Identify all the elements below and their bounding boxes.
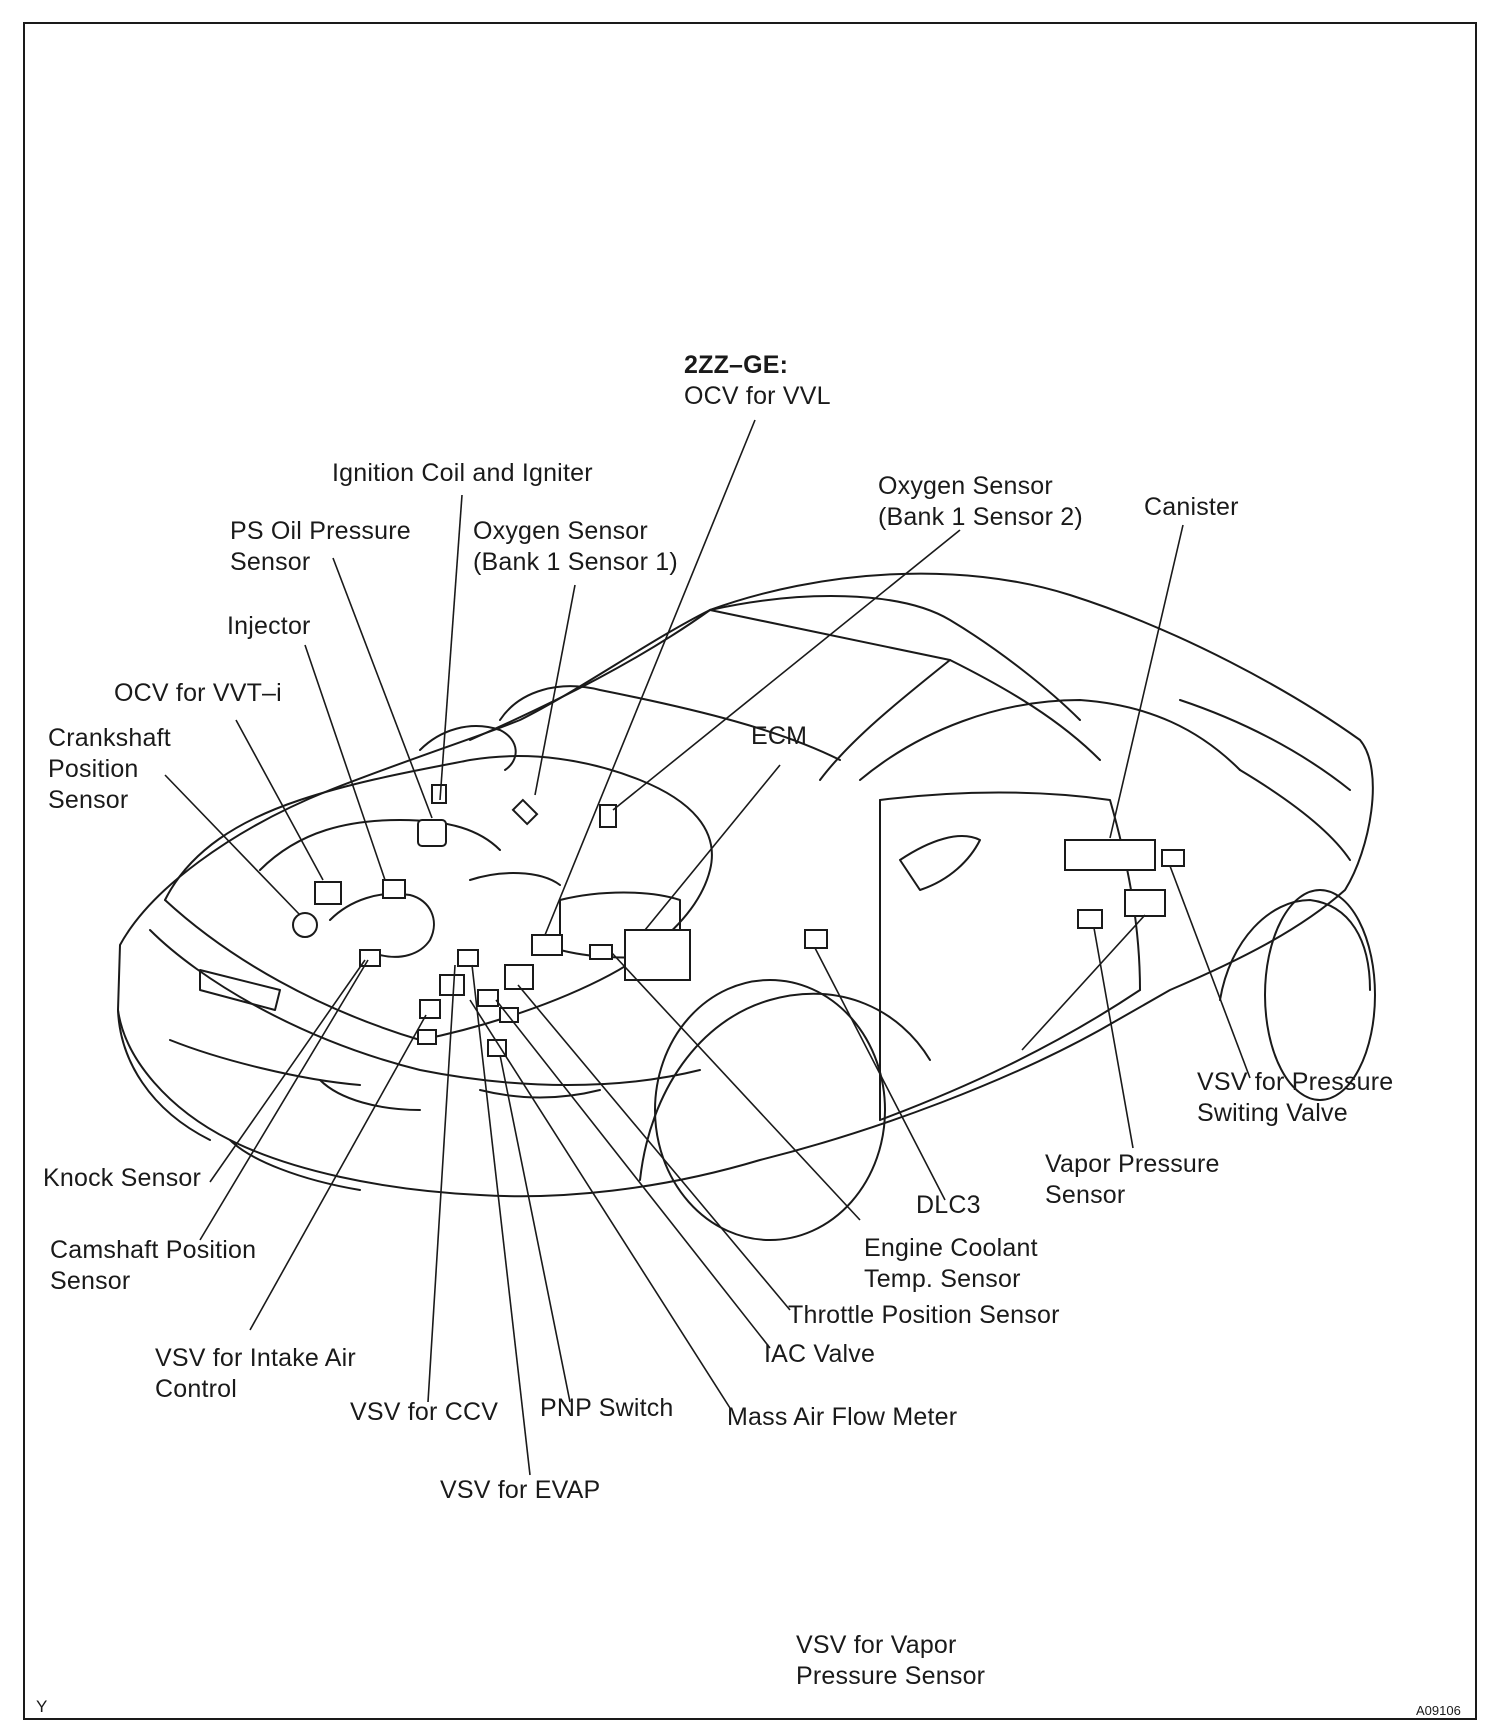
label-o2-bank1-sensor1: Oxygen Sensor (Bank 1 Sensor 1) — [473, 516, 678, 578]
vsv-evap-part — [457, 949, 479, 967]
vsv-vapor-part — [1124, 889, 1166, 917]
label-line: Vapor Pressure — [1045, 1150, 1220, 1178]
label-line: (Bank 1 Sensor 1) — [473, 548, 678, 576]
label-pnp-switch: PNP Switch — [540, 1393, 674, 1424]
ocv-vvl-part — [531, 934, 563, 956]
camshaft-part — [359, 949, 381, 967]
label-ocv-vvti: OCV for VVT–i — [114, 678, 282, 709]
label-line: DLC3 — [916, 1191, 981, 1219]
label-ocv-vvl: 2ZZ–GE: OCV for VVL — [684, 350, 831, 412]
label-line: Engine Coolant — [864, 1234, 1038, 1262]
front-wheel-outline — [639, 979, 931, 1241]
label-ecm: ECM — [751, 721, 807, 752]
engine-bay-outline — [164, 725, 713, 1041]
label-line: Switing Valve — [1197, 1099, 1348, 1127]
injector-part — [382, 879, 406, 899]
label-line: Crankshaft — [48, 724, 171, 752]
ps-oil-sensor-part — [431, 784, 447, 804]
vsv-intake-part — [419, 999, 441, 1019]
corner-mark: Y — [36, 1697, 48, 1716]
label-line: Mass Air Flow Meter — [727, 1403, 958, 1431]
iac-part — [477, 989, 499, 1007]
label-line: VSV for EVAP — [440, 1476, 601, 1504]
label-ps-oil-pressure: PS Oil Pressure Sensor — [230, 516, 411, 578]
bumper-details — [169, 969, 601, 1111]
label-vsv-ccv: VSV for CCV — [350, 1397, 498, 1428]
label-vsv-intake-air: VSV for Intake Air Control — [155, 1343, 356, 1405]
label-mass-air-flow: Mass Air Flow Meter — [727, 1402, 957, 1433]
label-line: Pressure Sensor — [796, 1662, 986, 1690]
car-body-outline — [117, 572, 1374, 1198]
dlc3-part — [804, 929, 828, 949]
label-throttle-position: Throttle Position Sensor — [788, 1300, 1060, 1331]
door-outline — [859, 699, 1241, 1121]
label-canister: Canister — [1144, 492, 1239, 523]
ignition-coil-part — [417, 819, 447, 847]
label-vapor-pressure-sensor: Vapor Pressure Sensor — [1045, 1149, 1220, 1211]
label-line: Sensor — [50, 1267, 131, 1295]
leader-lines — [164, 419, 1251, 1476]
label-engine-coolant: Engine Coolant Temp. Sensor — [864, 1233, 1038, 1295]
label-line: Position — [48, 755, 139, 783]
label-line: VSV for CCV — [350, 1398, 499, 1426]
vapor-sensor-part — [1077, 909, 1103, 929]
label-line: Injector — [227, 612, 311, 640]
label-line: PS Oil Pressure — [230, 517, 411, 545]
diagram-frame — [23, 22, 1477, 1720]
vsv-pressure-part — [1161, 849, 1185, 867]
label-line: Knock Sensor — [43, 1164, 202, 1192]
label-line: PNP Switch — [540, 1394, 674, 1422]
o2-sensor-1-part — [511, 798, 539, 826]
label-line: Sensor — [1045, 1181, 1126, 1209]
crankshaft-sensor-part — [292, 912, 318, 938]
label-line: Throttle Position Sensor — [788, 1301, 1060, 1329]
label-line: VSV for Pressure — [1197, 1068, 1394, 1096]
label-line: Sensor — [230, 548, 311, 576]
label-line: VSV for Vapor — [796, 1631, 957, 1659]
rear-wheel-outline — [1219, 889, 1376, 1101]
label-vsv-vapor-pressure: VSV for Vapor Pressure Sensor — [796, 1630, 985, 1692]
canister-part — [1064, 839, 1156, 871]
label-crankshaft: Crankshaft Position Sensor — [48, 723, 171, 816]
components — [292, 784, 1185, 1057]
label-line: Sensor — [48, 786, 129, 814]
maf-part — [439, 974, 465, 996]
label-line: 2ZZ–GE: — [684, 351, 789, 379]
label-knock-sensor: Knock Sensor — [43, 1163, 201, 1194]
label-line: Oxygen Sensor — [878, 472, 1053, 500]
label-line: Temp. Sensor — [864, 1265, 1021, 1293]
figure-code: A09106 — [1416, 1703, 1461, 1718]
label-line: ECM — [751, 722, 808, 750]
label-vsv-pressure-switching: VSV for Pressure Switing Valve — [1197, 1067, 1393, 1129]
label-iac-valve: IAC Valve — [764, 1339, 875, 1370]
label-line: (Bank 1 Sensor 2) — [878, 503, 1083, 531]
label-line: IAC Valve — [764, 1340, 876, 1368]
windshield-roof-outline — [469, 595, 1101, 781]
ecm-part — [624, 929, 691, 981]
knock-part — [499, 1007, 519, 1023]
label-line: Control — [155, 1375, 237, 1403]
o2-sensor-2-part — [599, 804, 617, 828]
rear-quarter-outline — [1179, 699, 1351, 861]
pnp-part — [487, 1039, 507, 1057]
label-injector: Injector — [227, 611, 311, 642]
label-line: OCV for VVL — [684, 382, 831, 410]
label-line: VSV for Intake Air — [155, 1344, 356, 1372]
label-line: OCV for VVT–i — [114, 679, 282, 707]
dlc-coolant-part — [589, 944, 613, 960]
ocv-vvti-part — [314, 881, 342, 905]
label-camshaft: Camshaft Position Sensor — [50, 1235, 256, 1297]
label-line: Oxygen Sensor — [473, 517, 648, 545]
label-ignition-coil: Ignition Coil and Igniter — [332, 458, 593, 489]
label-dlc3: DLC3 — [916, 1190, 981, 1221]
label-line: Canister — [1144, 493, 1239, 521]
label-vsv-evap: VSV for EVAP — [440, 1475, 600, 1506]
vsv-ccv-part — [417, 1029, 437, 1045]
label-line: Camshaft Position — [50, 1236, 257, 1264]
label-o2-bank1-sensor2: Oxygen Sensor (Bank 1 Sensor 2) — [878, 471, 1083, 533]
label-line: Ignition Coil and Igniter — [332, 459, 593, 487]
